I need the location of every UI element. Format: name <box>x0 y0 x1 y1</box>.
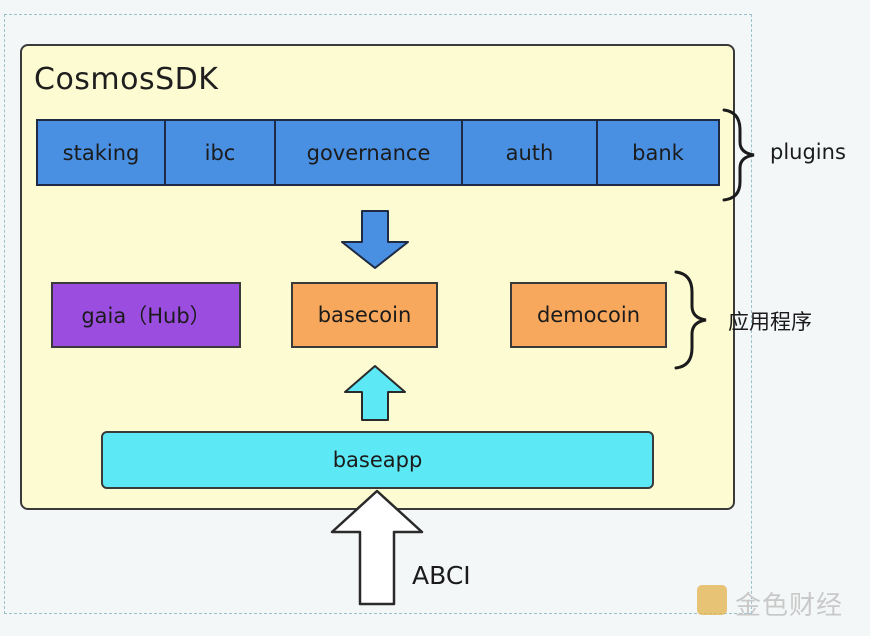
watermark-logo-icon <box>697 585 727 615</box>
plugins-row: staking ibc governance auth bank <box>36 119 720 186</box>
arrow-up-baseapp-to-basecoin <box>344 365 406 421</box>
plugin-bank: bank <box>598 121 718 184</box>
plugin-governance: governance <box>276 121 463 184</box>
plugin-staking: staking <box>38 121 166 184</box>
outer-dashed-frame <box>4 14 752 614</box>
apps-brace <box>674 270 707 370</box>
applications-label: 应用程序 <box>728 310 812 334</box>
arrow-up-abci <box>330 489 424 606</box>
app-democoin: democoin <box>510 282 667 348</box>
plugin-ibc: ibc <box>166 121 276 184</box>
plugin-auth: auth <box>463 121 598 184</box>
watermark-text: 金色财经 <box>735 591 844 621</box>
plugins-brace <box>722 108 755 202</box>
diagram-title: CosmosSDK <box>34 62 219 97</box>
arrow-down-plugins-to-basecoin <box>341 210 409 269</box>
abci-label: ABCI <box>412 561 471 590</box>
app-gaia-hub: gaia（Hub） <box>51 282 241 348</box>
baseapp-box: baseapp <box>101 431 654 489</box>
plugins-label: plugins <box>770 140 846 164</box>
app-basecoin: basecoin <box>291 282 438 348</box>
